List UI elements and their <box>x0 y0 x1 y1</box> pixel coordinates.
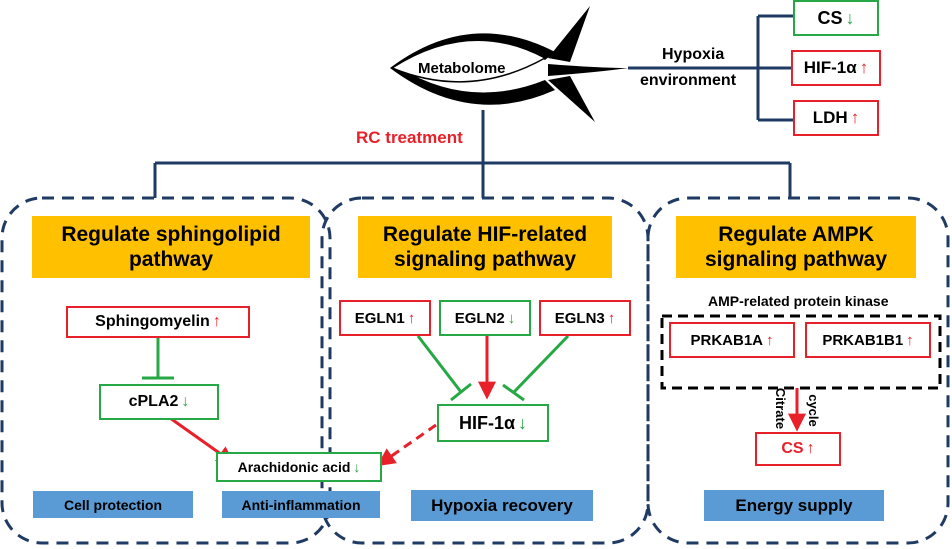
prkab1b1-label: PRKAB1B1 <box>822 331 904 349</box>
hypoxia-env-line2: environment <box>640 72 737 89</box>
cpla2-box: cPLA2↓ <box>99 384 219 420</box>
egln2-label: EGLN2 <box>454 309 505 327</box>
cycle-label: cycle <box>805 394 821 427</box>
down-arrow-icon: ↓ <box>507 309 516 327</box>
header-connectors <box>153 14 793 198</box>
up-arrow-icon: ↑ <box>859 58 869 77</box>
sphingolipid-title-line2: pathway <box>128 248 214 271</box>
energy-supply-badge: Energy supply <box>704 490 884 521</box>
sphingolipid-title-line1: Regulate sphingolipid <box>61 222 281 246</box>
hif-title-line1: Regulate HIF-related <box>382 222 588 246</box>
kinase-label: AMP-related protein kinase <box>708 293 889 309</box>
sphingomyelin-label: Sphingomyelin <box>95 313 210 330</box>
down-arrow-icon: ↓ <box>181 393 190 410</box>
marker-hif-box: HIF-1α↑ <box>791 50 881 86</box>
ampk-title-line2: signaling pathway <box>704 248 888 271</box>
hypoxia-recovery-label: Hypoxia recovery <box>431 495 573 515</box>
hypoxia-recovery-badge: Hypoxia recovery <box>411 490 593 521</box>
energy-supply-label: Energy supply <box>735 495 853 515</box>
down-arrow-icon: ↓ <box>518 412 528 433</box>
prkab1b1-box: PRKAB1B1↑ <box>805 322 931 358</box>
egln3-box: EGLN3↑ <box>539 300 631 336</box>
metabolome-label: Metabolome <box>418 60 506 77</box>
rc-treatment-label: RC treatment <box>356 128 463 147</box>
cell-protection-badge: Cell protection <box>33 491 193 518</box>
marker-cs-label: CS <box>817 7 843 28</box>
marker-hif-label: HIF-1α <box>803 58 857 77</box>
down-arrow-icon: ↓ <box>845 7 855 28</box>
up-arrow-icon: ↑ <box>850 108 860 127</box>
prkab1a-box: PRKAB1A↑ <box>669 322 795 358</box>
arachidonic-acid-label: Arachidonic acid <box>237 459 351 475</box>
egln2-box: EGLN2↓ <box>439 300 531 336</box>
up-arrow-icon: ↑ <box>607 309 616 327</box>
marker-ldh-box: LDH↑ <box>793 100 879 136</box>
sphingomyelin-box: Sphingomyelin↑ <box>66 306 250 338</box>
arachidonic-acid-box: Arachidonic acid↓ <box>216 452 382 482</box>
egln1-box: EGLN1↑ <box>339 300 431 336</box>
anti-inflammation-badge: Anti-inflammation <box>222 491 380 518</box>
up-arrow-icon: ↑ <box>906 331 914 349</box>
up-arrow-icon: ↑ <box>806 440 815 457</box>
egln1-label: EGLN1 <box>354 309 405 327</box>
kinase-group-frame <box>660 314 942 390</box>
metabolome-fish-icon <box>390 6 628 122</box>
hif1a-label: HIF-1α <box>458 412 516 433</box>
marker-ldh-label: LDH <box>812 108 848 127</box>
marker-cs-box: CS↓ <box>793 0 879 36</box>
down-arrow-icon: ↓ <box>353 459 361 475</box>
ampk-title-line1: Regulate AMPK <box>718 222 874 246</box>
hif1a-box: HIF-1α↓ <box>437 404 549 442</box>
citrate-label: Citrate <box>773 387 789 430</box>
anti-inflammation-label: Anti-inflammation <box>241 496 361 513</box>
panel-sphingolipid-frame <box>0 196 332 545</box>
up-arrow-icon: ↑ <box>407 309 416 327</box>
prkab1a-label: PRKAB1A <box>690 331 763 349</box>
hypoxia-env-line1: Hypoxia <box>662 46 725 63</box>
cs-label: CS <box>781 440 804 457</box>
egln3-label: EGLN3 <box>554 309 605 327</box>
cpla2-label: cPLA2 <box>128 393 179 410</box>
cell-protection-label: Cell protection <box>63 496 162 513</box>
hif-title-line2: signaling pathway <box>393 248 577 271</box>
cs-box: CS↑ <box>755 432 841 466</box>
panel-ampk-frame <box>646 196 950 545</box>
up-arrow-icon: ↑ <box>212 313 221 330</box>
up-arrow-icon: ↑ <box>766 331 774 349</box>
